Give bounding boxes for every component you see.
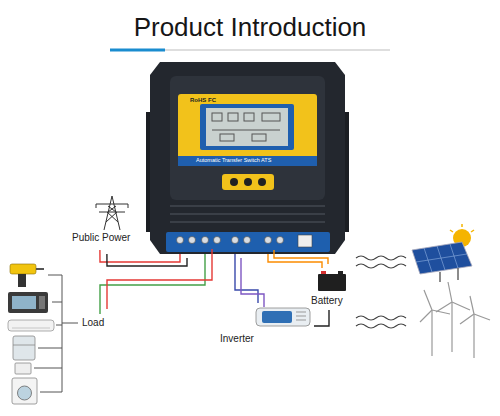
load-bracket xyxy=(34,275,78,392)
ats-device-box: RoHS FC Automatic Transfer Switch ATS xyxy=(150,60,345,254)
node-caption: Automatic Transfer Switch ATS xyxy=(196,157,271,163)
wire-line xyxy=(268,254,322,268)
wire-connector xyxy=(100,250,187,266)
battery-box: Battery xyxy=(305,268,365,310)
inverter-unit xyxy=(256,308,310,326)
page-title: Product Introduction xyxy=(0,12,500,43)
solar-panel xyxy=(412,224,474,282)
load-appliances xyxy=(8,264,54,404)
wind-turbines xyxy=(420,282,490,358)
wire-line xyxy=(100,254,205,314)
wire-line xyxy=(107,254,187,266)
energy-waves xyxy=(356,256,406,328)
wire-connector xyxy=(268,250,328,268)
ats-device xyxy=(146,62,349,254)
wire-line xyxy=(107,249,212,309)
power-tower xyxy=(96,196,128,230)
inverter-box: Inverter xyxy=(218,303,314,347)
title-accent xyxy=(110,49,165,52)
wire-connector xyxy=(235,254,264,307)
wire-connector xyxy=(100,249,212,314)
node-label: Load xyxy=(82,317,104,328)
battery-unit xyxy=(318,271,346,291)
wire-line xyxy=(314,310,329,326)
wire-line xyxy=(100,250,180,262)
node-label: Battery xyxy=(311,295,343,306)
wire-connector xyxy=(314,310,329,326)
node-label: Public Power xyxy=(72,232,130,243)
node-label: Inverter xyxy=(220,333,254,344)
title-rule xyxy=(110,50,390,51)
load-box: Load xyxy=(80,314,120,332)
public-power-box: Public Power xyxy=(60,190,155,250)
node-label: RoHS FC xyxy=(190,97,216,104)
wire-line xyxy=(274,250,328,264)
wire-line xyxy=(241,258,264,307)
wire-line xyxy=(235,254,258,303)
